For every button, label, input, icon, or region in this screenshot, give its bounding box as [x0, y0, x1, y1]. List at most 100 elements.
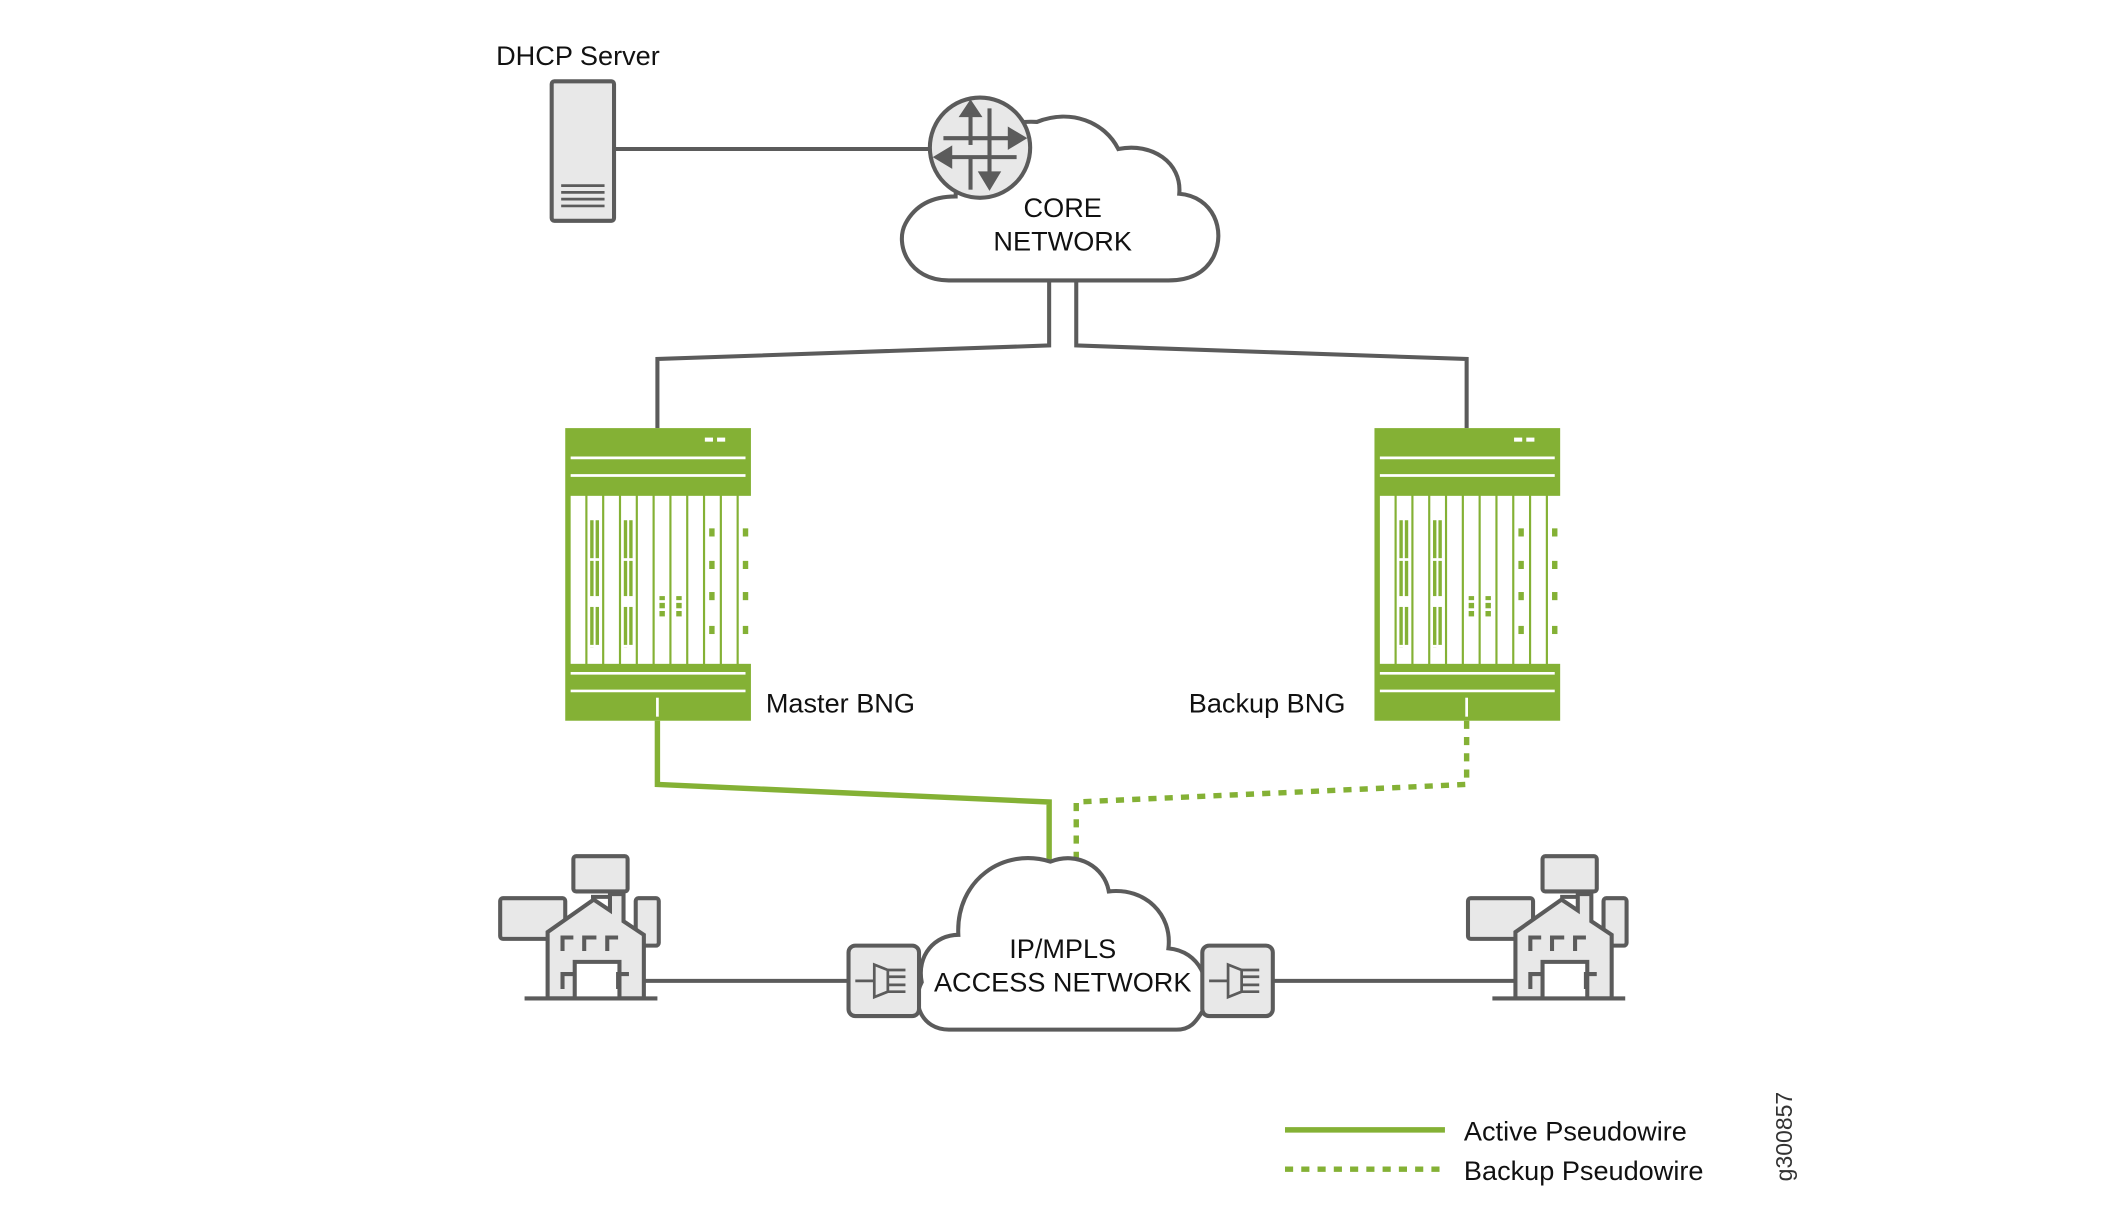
line-card-led — [1468, 602, 1475, 609]
line-card-led — [629, 606, 633, 645]
line-card-led — [742, 592, 749, 601]
line-card-led — [595, 560, 599, 597]
line-card-slot — [654, 495, 670, 664]
line-card-led — [1433, 520, 1437, 559]
router-arrows-icon — [932, 99, 1028, 191]
line-card-slot — [570, 495, 586, 664]
line-card-slot — [1497, 495, 1513, 664]
line-card-led — [1433, 560, 1437, 597]
house-windows — [1528, 935, 1597, 989]
access-network-label-line1: IP/MPLS — [1009, 933, 1116, 964]
line-card-led — [1438, 520, 1442, 559]
backup-bng-details — [1379, 437, 1563, 717]
line-card-slot — [621, 495, 636, 664]
line-card-led — [1404, 520, 1409, 559]
line-card-slot — [1514, 495, 1529, 664]
backup-pseudowire — [1073, 720, 1470, 868]
active-pseudowire — [654, 720, 1052, 865]
line-card-led — [595, 520, 599, 559]
line-card-led — [623, 520, 628, 559]
line-card-led — [1468, 611, 1475, 617]
legend-backup-label: Backup Pseudowire — [1464, 1155, 1704, 1186]
line-card-led — [629, 520, 633, 559]
line-card-slot — [1379, 495, 1395, 664]
access-switch-left[interactable] — [846, 943, 922, 1019]
line-card-led — [629, 560, 633, 597]
line-card-led — [1468, 596, 1475, 601]
line-card-led — [676, 611, 682, 617]
line-card-led — [1518, 625, 1524, 635]
line-card-led — [1485, 611, 1491, 617]
line-card-slot — [1447, 495, 1462, 664]
line-card-led — [1485, 596, 1491, 601]
line-card-led — [1399, 520, 1403, 559]
core-to-backup-link — [1074, 280, 1469, 429]
line-card-led — [676, 602, 682, 609]
router-icon — [927, 95, 1033, 200]
line-card-led — [1438, 560, 1442, 597]
line-card-led — [1399, 606, 1403, 645]
line-card-led — [659, 602, 665, 609]
line-card-led — [1518, 528, 1524, 537]
dhcp-server[interactable]: DHCP Server — [496, 40, 660, 223]
core-network-label-line1: CORE — [1024, 192, 1102, 223]
line-card-slot — [1396, 495, 1412, 664]
line-card-led — [623, 560, 628, 597]
line-card-slot — [738, 495, 754, 664]
line-card-led — [1518, 592, 1524, 601]
line-card-led — [590, 520, 594, 559]
line-card-led — [1552, 592, 1558, 601]
monitor-icon — [1540, 854, 1599, 894]
line-card-led — [709, 625, 715, 635]
line-card-slot — [705, 495, 720, 664]
line-card-led — [1438, 606, 1442, 645]
line-card-led — [1404, 606, 1409, 645]
line-card-led — [676, 596, 682, 601]
switch-glyph-icon — [1209, 962, 1260, 1000]
line-card-led — [659, 611, 665, 617]
master-bng[interactable]: Master BNG — [565, 428, 915, 721]
line-card-led — [590, 560, 594, 597]
line-card-led — [742, 528, 749, 537]
subscriber-home-right[interactable] — [1465, 854, 1629, 1001]
legend: Active Pseudowire Backup Pseudowire — [1284, 1116, 1704, 1186]
line-card-led — [1552, 528, 1558, 537]
line-card-led — [1404, 560, 1409, 597]
line-card-led — [1433, 606, 1437, 645]
backup-bng[interactable]: Backup BNG — [1189, 428, 1563, 721]
core-router[interactable] — [927, 95, 1033, 200]
line-card-led — [1518, 560, 1524, 570]
line-card-led — [742, 625, 749, 635]
line-card-slot — [1413, 495, 1429, 664]
legend-active-label: Active Pseudowire — [1464, 1116, 1687, 1147]
master-bng-details — [570, 437, 754, 717]
server-vent-lines — [561, 184, 605, 208]
core-to-master-link — [655, 280, 1052, 429]
monitor-icon — [571, 854, 630, 894]
line-card-slot — [688, 495, 703, 664]
line-card-slot — [671, 495, 687, 664]
master-bng-label: Master BNG — [766, 688, 915, 719]
dhcp-server-label: DHCP Server — [496, 40, 660, 71]
line-card-slot — [1531, 495, 1546, 664]
line-card-slot — [604, 495, 619, 664]
switch-glyph-icon — [855, 962, 906, 1000]
house-windows — [560, 935, 629, 989]
line-card-slot — [721, 495, 737, 664]
line-card-slot — [637, 495, 653, 664]
core-network-label-line2: NETWORK — [993, 226, 1132, 257]
figure-id: g300857 — [1771, 1092, 1797, 1182]
line-card-led — [1552, 625, 1558, 635]
line-card-led — [595, 606, 599, 645]
line-card-led — [742, 560, 749, 570]
line-card-led — [709, 528, 715, 537]
line-card-led — [1485, 602, 1491, 609]
access-network-label-line2: ACCESS NETWORK — [934, 967, 1191, 998]
subscriber-home-left[interactable] — [498, 854, 661, 1001]
line-card-led — [659, 596, 665, 601]
line-card-slot — [1547, 495, 1563, 664]
access-switch-right[interactable] — [1200, 943, 1275, 1019]
line-card-led — [1552, 560, 1558, 570]
access-network[interactable]: IP/MPLS ACCESS NETWORK — [915, 856, 1209, 1032]
